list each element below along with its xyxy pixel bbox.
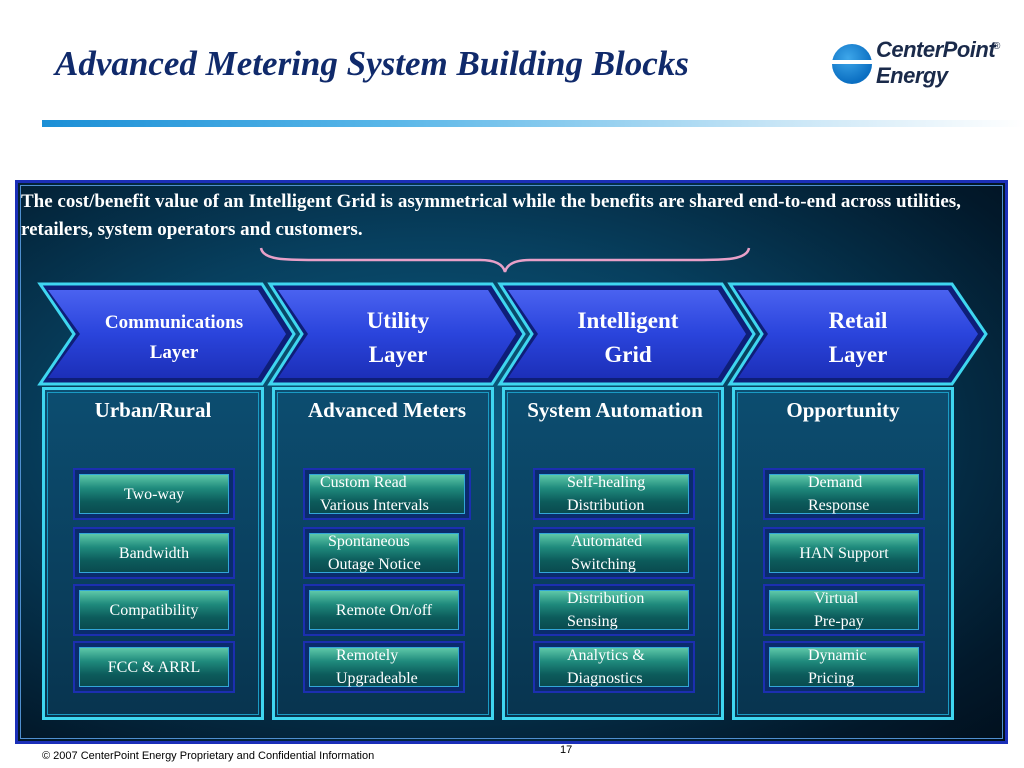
tile-label: Self-healing Distribution — [567, 474, 646, 514]
chevron-label-communications: Communications Layer — [104, 312, 244, 363]
tile-label: Custom Read Various Intervals — [320, 474, 429, 514]
tile-bandwidth: Bandwidth — [73, 527, 235, 579]
logo-text-line2: Energy — [876, 63, 948, 88]
column-header-opportunity: Opportunity — [786, 398, 900, 422]
tile-demand-response: Demand Response — [763, 468, 925, 520]
tile-label: Virtual Pre-pay — [814, 590, 864, 630]
tile-self-healing: Self-healing Distribution — [533, 468, 695, 520]
chevron-intelligent-grid — [497, 282, 756, 386]
tile-virtual-pre-pay: Virtual Pre-pay — [763, 584, 925, 636]
tile-remote-on-off: Remote On/off — [303, 584, 465, 636]
tile-label: FCC & ARRL — [107, 658, 201, 676]
logo-text-line1: CenterPoint — [876, 37, 996, 62]
tile-spontaneous-outage: Spontaneous Outage Notice — [303, 527, 465, 579]
column-header-system-automation: System Automation — [527, 398, 703, 422]
tile-automated-switching: Automated Switching — [533, 527, 695, 579]
tile-label: Automated Switching — [571, 533, 643, 573]
slide-title: Advanced Metering System Building Blocks — [55, 44, 689, 83]
chevron-utility — [267, 282, 526, 386]
tile-fcc-arrl: FCC & ARRL — [73, 641, 235, 693]
chevron-label-intelligent-grid: Intelligent Grid — [577, 308, 679, 367]
logo-globe-icon — [832, 44, 872, 84]
tile-dynamic-pricing: Dynamic Pricing — [763, 641, 925, 693]
tile-label: Two-way — [123, 485, 185, 503]
tile-label: HAN Support — [799, 544, 889, 562]
tile-han-support: HAN Support — [763, 527, 925, 579]
tile-label: Remotely Upgradeable — [336, 647, 418, 687]
panel-inner-border — [20, 185, 1003, 739]
chevron-retail — [727, 282, 988, 386]
page-number: 17 — [560, 744, 573, 756]
tile-label: Spontaneous Outage Notice — [328, 533, 421, 573]
tile-label: Analytics & Diagnostics — [567, 647, 645, 687]
tile-compatibility: Compatibility — [73, 584, 235, 636]
tile-label: Remote On/off — [335, 601, 433, 619]
column-header-advanced-meters: Advanced Meters — [307, 398, 467, 422]
chevron-label-retail: Retail Layer — [828, 308, 888, 367]
footer-copyright: © 2007 CenterPoint Energy Proprietary an… — [42, 750, 375, 762]
tile-analytics-diagnostics: Analytics & Diagnostics — [533, 641, 695, 693]
tile-custom-read: Custom Read Various Intervals — [303, 468, 471, 520]
tile-label: Bandwidth — [118, 544, 190, 562]
column-header-urban-rural: Urban/Rural — [94, 398, 212, 422]
chevron-row — [37, 282, 988, 386]
tile-two-way: Two-way — [73, 468, 235, 520]
tile-label: Dynamic Pricing — [808, 647, 867, 687]
tile-remotely-upgradeable: Remotely Upgradeable — [303, 641, 465, 693]
title-underline-bar — [42, 120, 1024, 127]
centerpoint-energy-logo: CenterPoint Energy ® — [830, 34, 1012, 96]
chevron-label-utility: Utility Layer — [366, 308, 430, 367]
logo-registered-mark: ® — [993, 41, 1001, 52]
tile-label: Distribution Sensing — [567, 590, 645, 630]
tile-label: Demand Response — [808, 474, 870, 514]
tile-label: Compatibility — [109, 601, 199, 619]
logo-stripe — [830, 60, 874, 64]
intro-statement: The cost/benefit value of an Intelligent… — [21, 191, 961, 240]
chevron-communications — [37, 282, 296, 386]
curly-brace — [259, 247, 751, 273]
tile-distribution-sensing: Distribution Sensing — [533, 584, 695, 636]
